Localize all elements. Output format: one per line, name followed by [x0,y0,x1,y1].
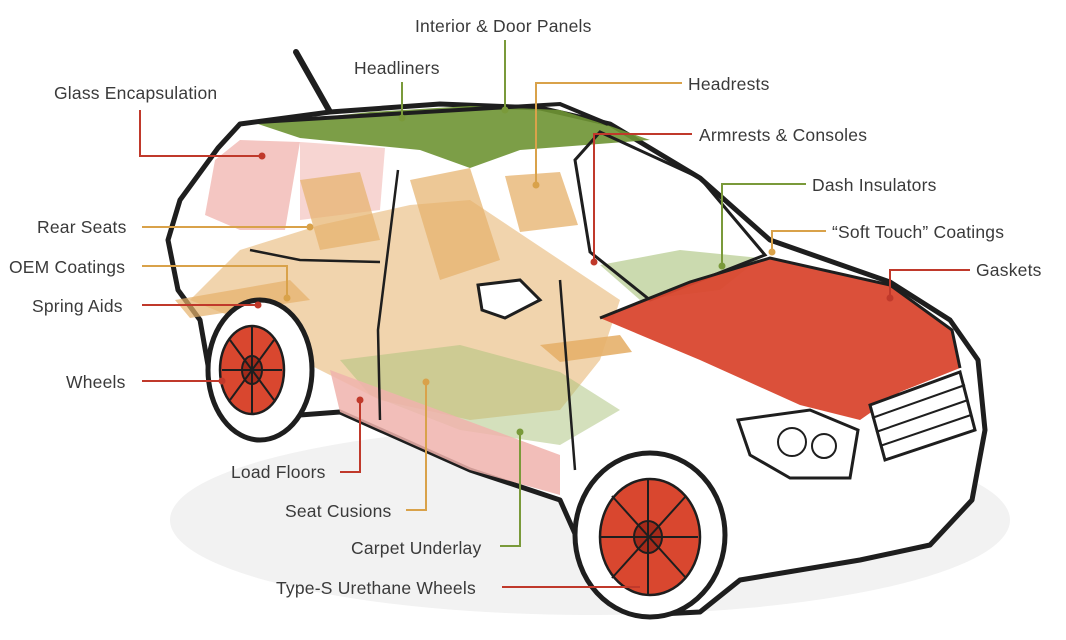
spring-aid-beam [175,280,310,318]
hood [600,258,960,420]
label-load-floors: Load Floors [231,462,326,482]
label-interior-door-panels: Interior & Door Panels [415,16,592,36]
front-seat [410,168,500,280]
label-type-s-urethane-wheels: Type-S Urethane Wheels [276,578,476,598]
label-carpet-underlay: Carpet Underlay [351,538,482,558]
label-wheels: Wheels [66,372,126,392]
leader-glass-encapsulation [139,110,262,157]
label-seat-cusions: Seat Cusions [285,501,392,521]
label-spring-aids: Spring Aids [32,296,123,316]
label-soft-touch-coatings: “Soft Touch” Coatings [832,222,1005,242]
carpet-underlay-area [340,345,620,445]
label-rear-seats: Rear Seats [37,217,127,237]
leader-armrests-consoles [593,133,692,262]
rear-wheel [205,297,315,443]
label-gaskets: Gaskets [976,260,1042,280]
roof-headliner [258,106,650,168]
leader-load-floors [340,400,361,473]
leader-dash-insulators [721,183,806,266]
leader-dots [218,106,894,436]
leader-seat-cusions [406,382,427,511]
label-headliners: Headliners [354,58,440,78]
leader-lines [139,40,970,588]
leader-carpet-underlay [500,432,521,547]
front-wheel [572,450,728,620]
label-glass-encapsulation: Glass Encapsulation [54,83,218,103]
front-headrest [505,172,578,232]
leader-gaskets [889,269,970,298]
leader-headrests [535,82,682,185]
label-oem-coatings: OEM Coatings [9,257,126,277]
load-floor-strip [330,370,560,495]
center-console [540,335,632,362]
label-dash-insulators: Dash Insulators [812,175,937,195]
rear-glass [205,140,300,230]
hood-outline [599,256,962,369]
antenna [293,49,333,115]
door-lines [249,169,577,471]
side-mirror [476,278,543,320]
label-headrests: Headrests [688,74,770,94]
label-armrests-consoles: Armrests & Consoles [699,125,868,145]
leader-oem-coatings [142,265,288,298]
leader-soft-touch-coatings [771,230,826,252]
headlight [735,408,860,480]
roof-rack [257,101,609,126]
rear-seat-back [300,172,380,250]
